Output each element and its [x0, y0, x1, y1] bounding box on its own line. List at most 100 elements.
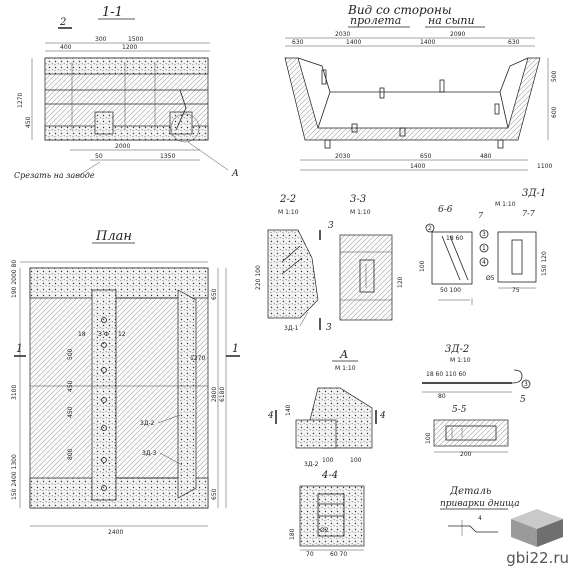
svg-text:4: 4 — [267, 411, 274, 421]
svg-text:650: 650 — [211, 288, 218, 300]
svg-text:80: 80 — [438, 393, 446, 400]
svg-text:1: 1 — [16, 342, 23, 355]
section-3-3: 3-3 М 1:10 120 — [339, 194, 404, 321]
dim-480: 480 — [480, 153, 492, 160]
plan-mark-1: 1 — [232, 342, 239, 355]
section-2-2-mark: 3 — [328, 221, 334, 231]
svg-text:150 120: 150 120 — [541, 251, 548, 276]
watermark-text: gbi22.ru — [506, 549, 569, 567]
svg-text:4: 4 — [478, 515, 482, 522]
section-1-1: 1-1 2 300 1500 400 1200 1270 450 2000 13… — [14, 5, 239, 180]
dim-2030: 2030 — [335, 31, 350, 38]
svg-text:100: 100 — [425, 432, 432, 444]
svg-text:180: 180 — [289, 528, 296, 540]
svg-text:50: 50 — [95, 153, 103, 160]
svg-text:З Ф: З Ф — [98, 331, 109, 338]
side-view-sub2: на сыпи — [428, 14, 475, 27]
dim-630: 630 — [292, 39, 304, 46]
section-4-4: 4-4 180 Ø2 70 60 70 — [289, 470, 365, 558]
section-7-7-title: 7-7 — [522, 209, 536, 218]
zd2-title: 3Д-2 — [445, 344, 469, 355]
detail-a: А М 1:10 4 4 140 3Д-2 100 100 — [267, 348, 386, 468]
svg-text:3: 3 — [524, 381, 528, 388]
zd2-scale: М 1:10 — [450, 357, 471, 364]
side-view-sub1: пролета — [350, 14, 401, 27]
section-3-3-title: 3-3 — [350, 194, 366, 205]
svg-text:70: 70 — [306, 551, 314, 558]
svg-text:1270: 1270 — [190, 355, 205, 362]
svg-text:75: 75 — [512, 287, 520, 294]
dim-1200: 1200 — [122, 44, 137, 51]
plan-label-zd3: 3Д-3 — [142, 450, 157, 457]
section-5-5-mark: 5 — [520, 395, 526, 405]
dim-1500: 1500 — [128, 36, 143, 43]
side-view: Вид со стороны пролета на сыпи 2030 2090… — [284, 3, 558, 171]
side-view-title: Вид со стороны — [347, 3, 452, 17]
detail-title: Деталь — [449, 486, 491, 497]
svg-text:4: 4 — [482, 259, 486, 266]
section-1-1-title: 1-1 — [102, 5, 123, 20]
detail-a-mark: 4 — [379, 411, 386, 421]
svg-text:500: 500 — [551, 70, 558, 82]
cut-note: Срезать на заводе — [14, 171, 95, 180]
svg-text:Ø2: Ø2 — [320, 527, 329, 534]
weld-detail-zd2: 3Д-2 М 1:10 18 60 110 60 3 80 5 5-5 100 … — [422, 344, 531, 458]
mark-a-note: А — [231, 169, 239, 179]
svg-text:120: 120 — [397, 276, 404, 288]
svg-text:100: 100 — [350, 457, 362, 464]
svg-text:18: 18 — [78, 331, 86, 338]
svg-text:200: 200 — [460, 451, 472, 458]
svg-text:150 2400 1300: 150 2400 1300 — [11, 454, 18, 500]
svg-text:1270: 1270 — [17, 93, 24, 108]
plan-title: План — [95, 229, 132, 244]
section-1-1-mark: 2 — [59, 17, 66, 28]
svg-text:1400: 1400 — [410, 163, 425, 170]
svg-text:100: 100 — [322, 457, 334, 464]
svg-text:1: 1 — [482, 245, 486, 252]
section-6-6-title: 6-6 — [438, 205, 453, 215]
dim-800: 800 — [67, 448, 74, 460]
svg-text:12: 12 — [118, 331, 126, 338]
svg-text:2: 2 — [428, 225, 432, 232]
detail-a-zd2: 3Д-2 — [304, 461, 319, 468]
section-2-2-title: 2-2 — [279, 194, 296, 205]
svg-text:1400: 1400 — [420, 39, 435, 46]
section-2-2-scale: М 1:10 — [278, 209, 299, 216]
plan-view: План 1 1 3Д-2 3Д-3 190 2000 80 3100 1 — [11, 229, 240, 536]
dim-2000: 2000 — [115, 143, 130, 150]
dim-1350: 1350 — [160, 153, 175, 160]
dim-6180: 6180 — [219, 387, 226, 402]
svg-text:220 100: 220 100 — [255, 265, 262, 290]
dim-500: 500 — [67, 348, 74, 360]
dim-2090: 2090 — [450, 31, 465, 38]
svg-text:450: 450 — [67, 406, 74, 418]
section-2-2: 2-2 М 1:10 220 100 3Д-1 3 3 — [255, 194, 334, 333]
dim-400: 400 — [60, 44, 72, 51]
section-4-4-title: 4-4 — [321, 470, 338, 481]
zd1-scale: М 1:10 — [495, 201, 516, 208]
svg-text:630: 630 — [508, 39, 520, 46]
watermark-logo-icon — [511, 509, 563, 547]
svg-text:140: 140 — [285, 404, 292, 416]
svg-text:3: 3 — [326, 323, 332, 333]
dim-650: 650 — [420, 153, 432, 160]
svg-text:600: 600 — [551, 106, 558, 118]
zd1-mark: 7 — [478, 211, 484, 220]
dim-1100: 1100 — [537, 163, 552, 170]
svg-text:18 60: 18 60 — [446, 235, 463, 242]
svg-text:60 70: 60 70 — [330, 551, 347, 558]
section-3-3-scale: М 1:10 — [350, 209, 371, 216]
plan-label-zd2: 3Д-2 — [140, 420, 155, 427]
svg-text:2030: 2030 — [335, 153, 350, 160]
detail-a-scale: М 1:10 — [335, 365, 356, 372]
svg-text:450: 450 — [25, 116, 32, 128]
dim-450: 450 — [67, 380, 74, 392]
svg-text:18 60 110 60: 18 60 110 60 — [426, 371, 466, 378]
svg-text:Ø5: Ø5 — [486, 275, 495, 282]
zd1-title: 3Д-1 — [522, 188, 546, 199]
svg-text:100: 100 — [419, 260, 426, 272]
weld-detail-zd1: 3Д-1 М 1:10 7 7-7 3 1 4 Ø5 150 120 75 — [478, 188, 548, 294]
dim-2800: 2800 — [211, 387, 218, 402]
svg-text:50 100: 50 100 — [440, 287, 461, 294]
